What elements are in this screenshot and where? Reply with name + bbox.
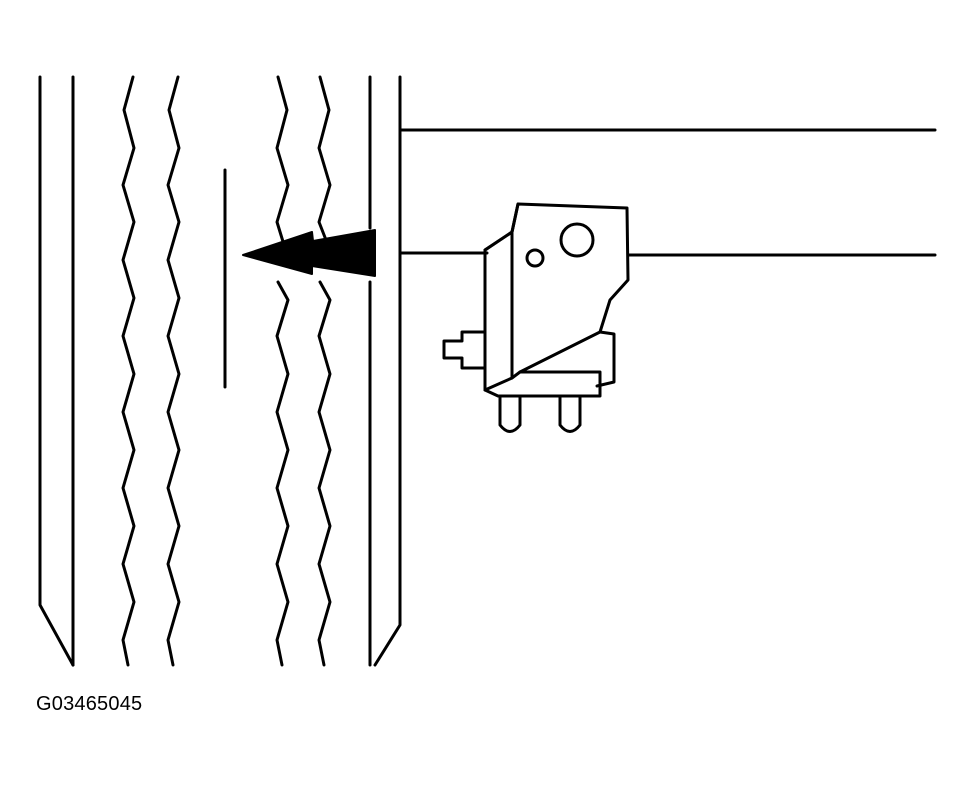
tire-outer-right-edge [373, 75, 402, 667]
sensor-bracket [442, 202, 630, 433]
figure-id-label: G03465045 [36, 693, 143, 715]
tread-groove-line-4 [317, 75, 332, 667]
direction-arrow-icon [242, 229, 376, 277]
tread-groove-line-1 [121, 75, 136, 667]
tire-outer-left-edge [38, 75, 75, 667]
tread-groove-line-2 [166, 75, 181, 667]
tread-groove-line-3 [275, 75, 290, 667]
